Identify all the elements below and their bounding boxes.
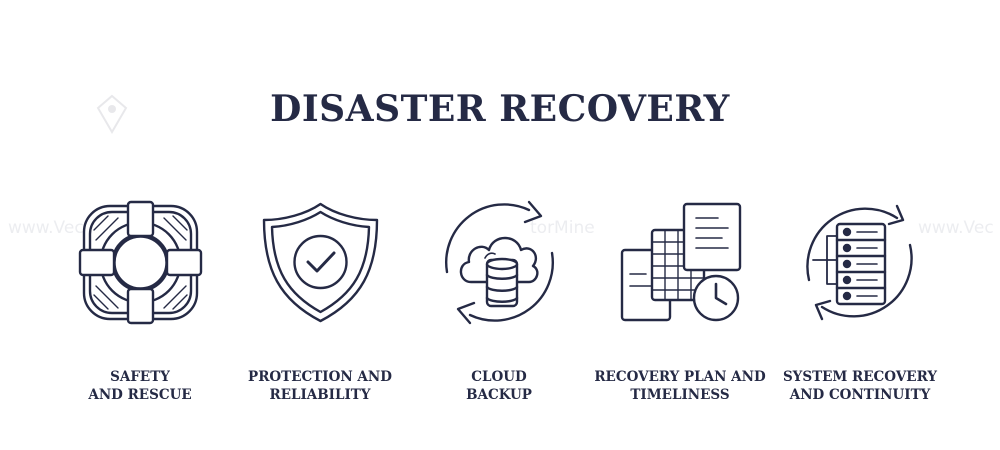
watermark-center: torMine (530, 218, 595, 238)
label-cloud-backup: CLOUD BACKUP (409, 368, 589, 404)
watermark-left: www.Vec (8, 218, 84, 238)
label-line: SYSTEM RECOVERY (782, 369, 938, 385)
page-title: DISASTER RECOVERY (270, 88, 730, 130)
label-line: AND CONTINUITY (789, 387, 931, 403)
lifebuoy-icon (78, 200, 203, 325)
label-line: RECOVERY PLAN AND (594, 369, 766, 385)
watermark-right: www.Vec (918, 218, 994, 238)
label-protection-and-reliability: PROTECTION AND RELIABILITY (230, 368, 410, 404)
server-sync-icon (797, 200, 922, 325)
label-recovery-plan-and-timeliness: RECOVERY PLAN AND TIMELINESS (590, 368, 770, 404)
plan-clock-icon (618, 200, 743, 325)
watermark-logo-icon (96, 94, 128, 134)
label-line: PROTECTION AND (248, 369, 392, 385)
label-system-recovery-and-continuity: SYSTEM RECOVERY AND CONTINUITY (770, 368, 950, 404)
shield-check-icon (258, 200, 383, 325)
cloud-backup-icon (437, 200, 562, 325)
label-line: CLOUD (471, 369, 527, 385)
label-line: AND RESCUE (88, 387, 192, 403)
label-line: RELIABILITY (269, 387, 371, 403)
label-line: SAFETY (110, 369, 170, 385)
label-safety-and-rescue: SAFETY AND RESCUE (50, 368, 230, 404)
label-line: BACKUP (466, 387, 532, 403)
label-line: TIMELINESS (630, 387, 730, 403)
